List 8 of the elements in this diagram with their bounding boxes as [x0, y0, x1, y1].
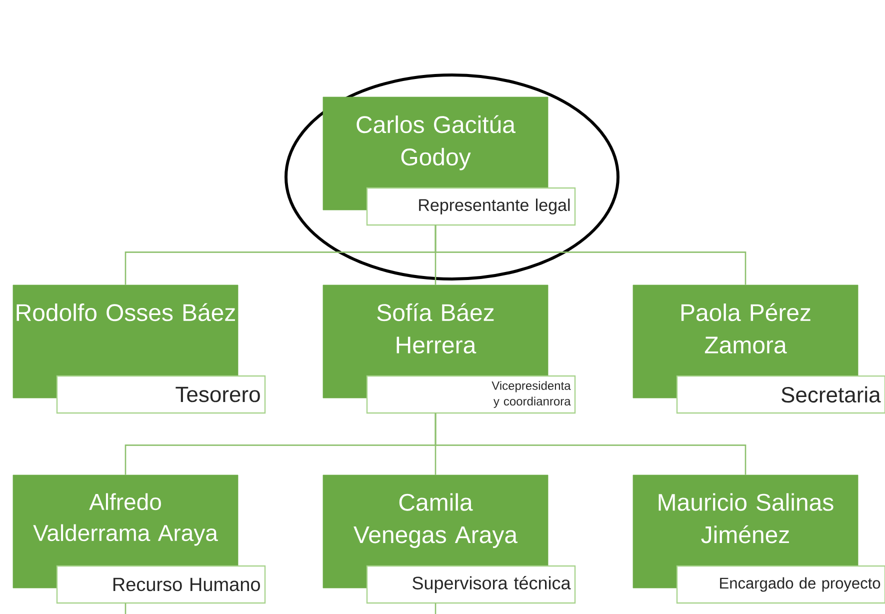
highlight-ellipse [284, 74, 620, 280]
role-label: Supervisora técnica [366, 565, 576, 604]
role-label: Secretaria [676, 375, 885, 414]
role-label: Representante legal [366, 187, 576, 226]
role-label: Tesorero [56, 375, 266, 414]
role-label: Encargado de proyecto [676, 565, 885, 604]
role-label: Recurso Humano [56, 565, 266, 604]
role-label: Vicepresidenta y coordianrora [366, 375, 576, 414]
